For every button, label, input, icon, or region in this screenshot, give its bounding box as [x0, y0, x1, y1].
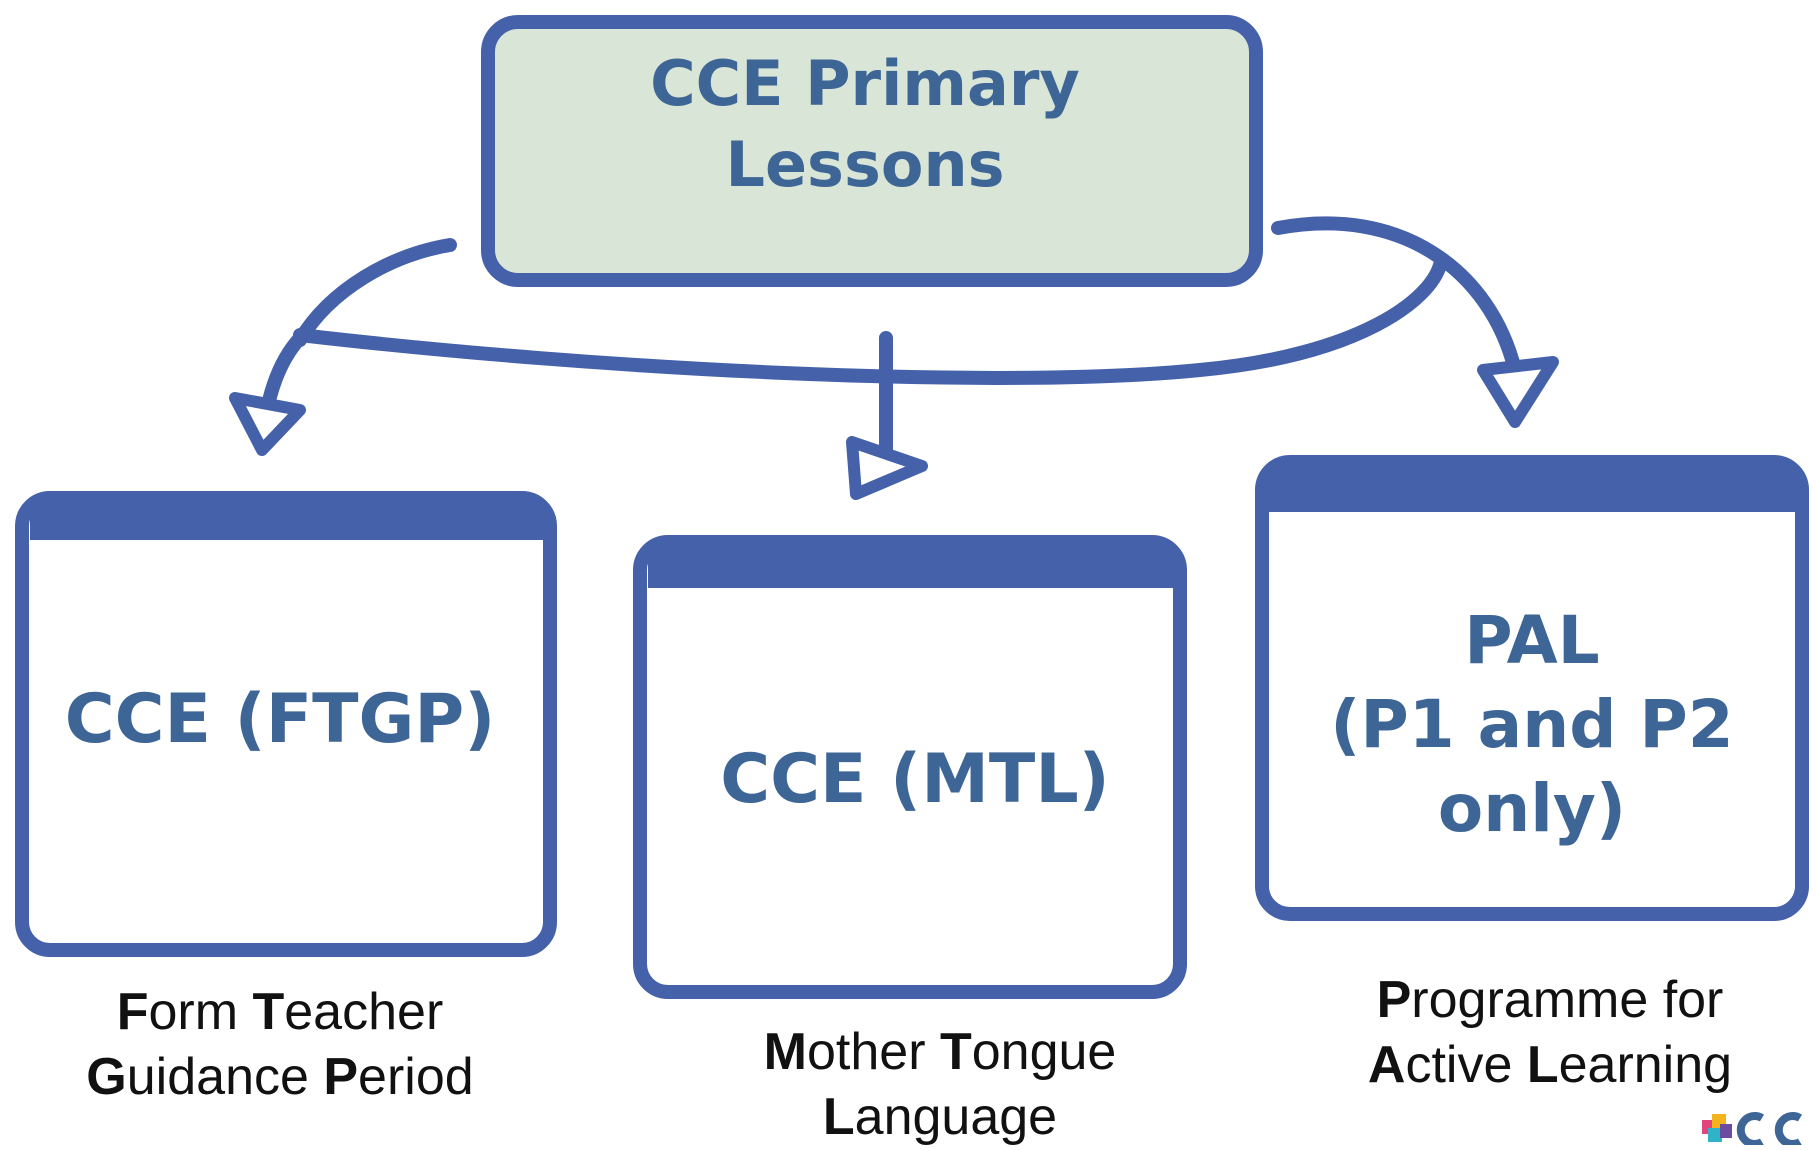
box-mtl-label: CCE (MTL) — [720, 740, 1110, 820]
caption-line: Mother Tongue — [763, 1023, 1117, 1081]
corner-logo-icon — [1702, 1112, 1803, 1145]
box-mtl-header-band — [648, 538, 1176, 588]
box-pal-header-band — [1268, 458, 1798, 512]
root-box — [481, 15, 1263, 287]
caption-line: Guidance Period — [86, 1048, 474, 1106]
connector-main-curve — [293, 258, 1447, 385]
arrowhead-middle — [846, 436, 928, 500]
connector-right-curve — [1271, 216, 1522, 377]
box-ftgp-header-band — [30, 494, 546, 540]
caption-mtl: Mother Tongue Language — [700, 1020, 1180, 1150]
arrowhead-right — [1477, 356, 1559, 428]
caption-line: Language — [822, 1088, 1058, 1146]
caption-pal: Programme for Active Learning — [1280, 968, 1816, 1098]
box-pal-label: PAL (P1 and P2 only) — [1330, 602, 1734, 847]
caption-line: Form Teacher — [116, 983, 444, 1041]
box-ftgp-label: CCE (FTGP) — [64, 680, 496, 760]
arrowhead-left — [229, 392, 306, 456]
caption-line: Active Learning — [1367, 1036, 1733, 1094]
root-title: CCE Primary Lessons — [650, 47, 1080, 201]
connector-left-curve — [293, 238, 457, 347]
caption-ftgp: Form Teacher Guidance Period — [40, 980, 520, 1110]
caption-line: Programme for — [1376, 971, 1724, 1029]
